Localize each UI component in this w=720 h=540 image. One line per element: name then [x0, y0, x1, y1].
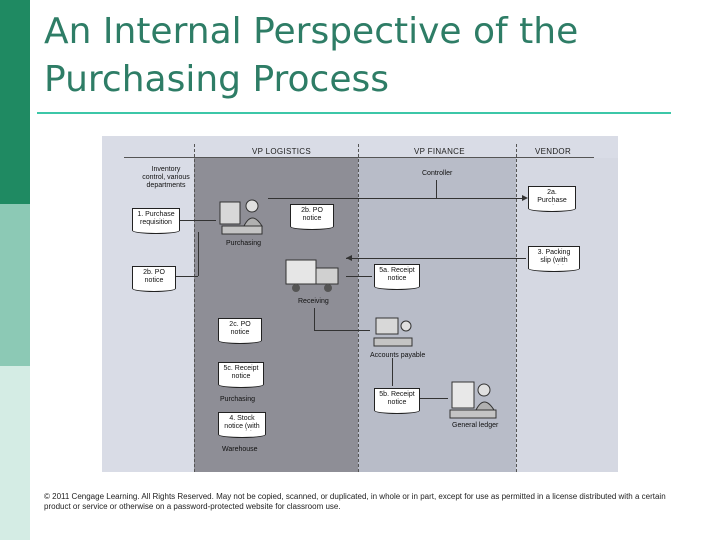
column-label-vendor: VENDOR — [535, 147, 572, 156]
packing-slip-doc: 3. Packing slip (with goods) — [528, 246, 580, 272]
arrow-purchase-order — [522, 195, 528, 201]
po-notice-2c-doc: 2c. PO notice — [218, 318, 262, 344]
divider-left — [194, 144, 195, 472]
controller-label: Controller — [422, 170, 453, 177]
accent-strip-mid — [0, 204, 30, 366]
purchase-requisition-doc: 1. Purchase requisition — [132, 208, 180, 234]
column-label-finance: VP FINANCE — [414, 147, 465, 156]
purchasing-label: Purchasing — [226, 240, 262, 247]
flow-line-controller — [436, 180, 437, 198]
title-line-2: Purchasing Process — [44, 59, 390, 100]
flow-line-receiving-down — [314, 308, 315, 330]
title-divider — [37, 112, 671, 114]
general-ledger-illustration — [449, 381, 497, 419]
purchase-order-doc: 2a. Purchase order — [528, 186, 576, 212]
po-notice-2b-left-doc: 2b. PO notice — [132, 266, 176, 292]
po-notice-2b-doc: 2b. PO notice — [290, 204, 334, 230]
receiving-label: Receiving — [298, 298, 329, 305]
arrow-packing-slip — [346, 255, 352, 261]
divider-middle — [358, 144, 359, 472]
stock-notice-doc: 4. Stock notice (with goods) — [218, 412, 266, 438]
purchasing-dept-label: Purchasing — [220, 396, 256, 403]
flow-line-po-vertical — [198, 232, 199, 276]
receipt-notice-5b-doc: 5b. Receipt notice — [374, 388, 420, 414]
flow-line-to-ledger — [420, 398, 448, 399]
flow-line-ap-down — [392, 358, 393, 386]
general-ledger-label: General ledger — [452, 422, 499, 429]
purchasing-process-diagram: VP LOGISTICS VP FINANCE VENDOR Inventory… — [102, 136, 618, 472]
accounts-payable-illustration — [373, 317, 413, 347]
flow-line-packing-slip — [346, 258, 526, 259]
receipt-notice-5a-doc: 5a. Receipt notice — [374, 264, 420, 290]
column-label-logistics: VP LOGISTICS — [252, 147, 312, 156]
slide-title: An Internal Perspective of the Purchasin… — [44, 8, 684, 104]
vp-finance-panel — [358, 158, 516, 472]
inventory-control-label: Inventory control, various departments — [142, 166, 190, 189]
header-line — [124, 157, 594, 158]
purchasing-person-illustration — [219, 199, 263, 235]
accounts-payable-label: Accounts payable — [370, 352, 426, 359]
warehouse-label: Warehouse — [222, 446, 258, 453]
copyright-notice: © 2011 Cengage Learning. All Rights Rese… — [44, 492, 666, 511]
receiving-truck-illustration — [285, 259, 339, 292]
accent-strip-light — [0, 366, 30, 540]
flow-line-po-left — [176, 276, 198, 277]
flow-line-to-ap — [314, 330, 370, 331]
receipt-notice-5c-doc: 5c. Receipt notice — [218, 362, 264, 388]
divider-right — [516, 144, 517, 472]
title-line-1: An Internal Perspective of the — [44, 11, 579, 52]
accent-strip-dark — [0, 0, 30, 204]
flow-line-purchase-order — [268, 198, 526, 199]
flow-line-receipt — [346, 276, 372, 277]
flow-line-requisition — [180, 220, 216, 221]
